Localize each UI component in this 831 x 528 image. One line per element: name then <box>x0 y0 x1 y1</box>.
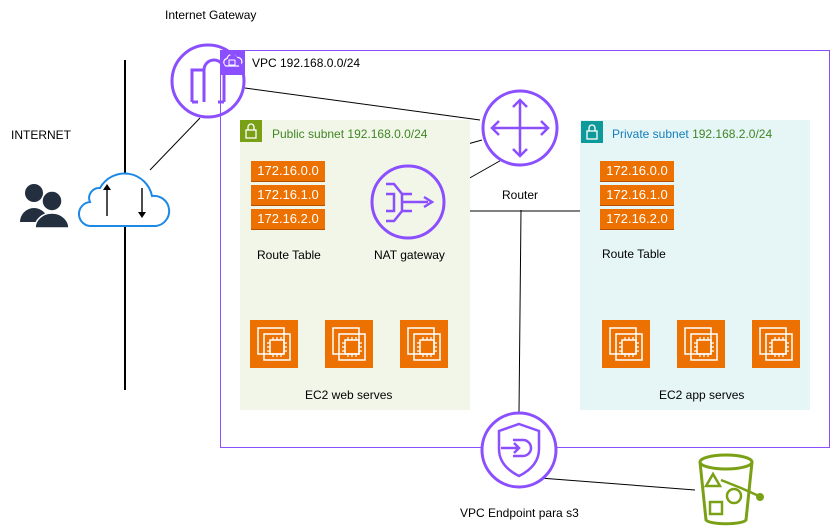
route-entry: 172.16.0.0 <box>251 161 325 181</box>
ec2-instance-icon <box>325 320 373 368</box>
vpc-endpoint-icon <box>480 411 558 489</box>
route-entry: 172.16.1.0 <box>251 185 325 205</box>
ec2-instance-icon <box>602 320 650 368</box>
public-subnet-cidr: 192.168.0.0/24 <box>347 127 428 141</box>
router-to-endpoint-line <box>518 209 522 413</box>
route-entry: 172.16.2.0 <box>600 209 674 229</box>
public-subnet-name: Public subnet <box>272 127 345 141</box>
lock-icon <box>240 120 262 142</box>
public-route-table-label: Route Table <box>257 248 321 262</box>
router-label: Router <box>502 188 539 202</box>
private-subnet-name: Private subnet <box>612 127 689 141</box>
ec2-web-label: EC2 web serves <box>305 388 393 402</box>
internet-label: INTERNET <box>11 128 71 142</box>
private-subnet-cidr: 192.168.2.0/24 <box>692 127 773 141</box>
lock-icon <box>581 121 603 143</box>
public-subnet-label: Public subnet 192.168.0.0/24 <box>272 127 427 141</box>
s3-bucket-icon <box>698 453 764 526</box>
ec2-instance-icon <box>400 320 448 368</box>
router-icon <box>481 89 559 167</box>
internet-gateway-label: Internet Gateway <box>165 8 257 22</box>
nat-gateway-label: NAT gateway <box>374 248 445 262</box>
ec2-instance-icon <box>677 320 725 368</box>
private-route-table-label: Route Table <box>602 247 666 261</box>
igw-to-router-line <box>244 87 481 121</box>
route-entry: 172.16.0.0 <box>600 161 674 181</box>
route-entry: 172.16.1.0 <box>600 185 674 205</box>
vpc-label: VPC 192.168.0.0/24 <box>252 56 361 70</box>
endpoint-to-s3-line <box>539 477 696 491</box>
ec2-instance-icon <box>752 320 800 368</box>
ec2-app-label: EC2 app serves <box>659 388 745 402</box>
internet-gateway-icon <box>170 43 246 119</box>
cloud-icon <box>78 172 171 228</box>
route-entry: 172.16.2.0 <box>251 209 325 229</box>
users-icon <box>20 184 70 228</box>
private-subnet-label: Private subnet 192.168.2.0/24 <box>612 127 772 141</box>
ec2-instance-icon <box>250 320 298 368</box>
nat-gateway-icon <box>370 164 446 240</box>
vpc-endpoint-label: VPC Endpoint para s3 <box>460 506 579 520</box>
cloud-to-igw-line <box>149 117 201 171</box>
